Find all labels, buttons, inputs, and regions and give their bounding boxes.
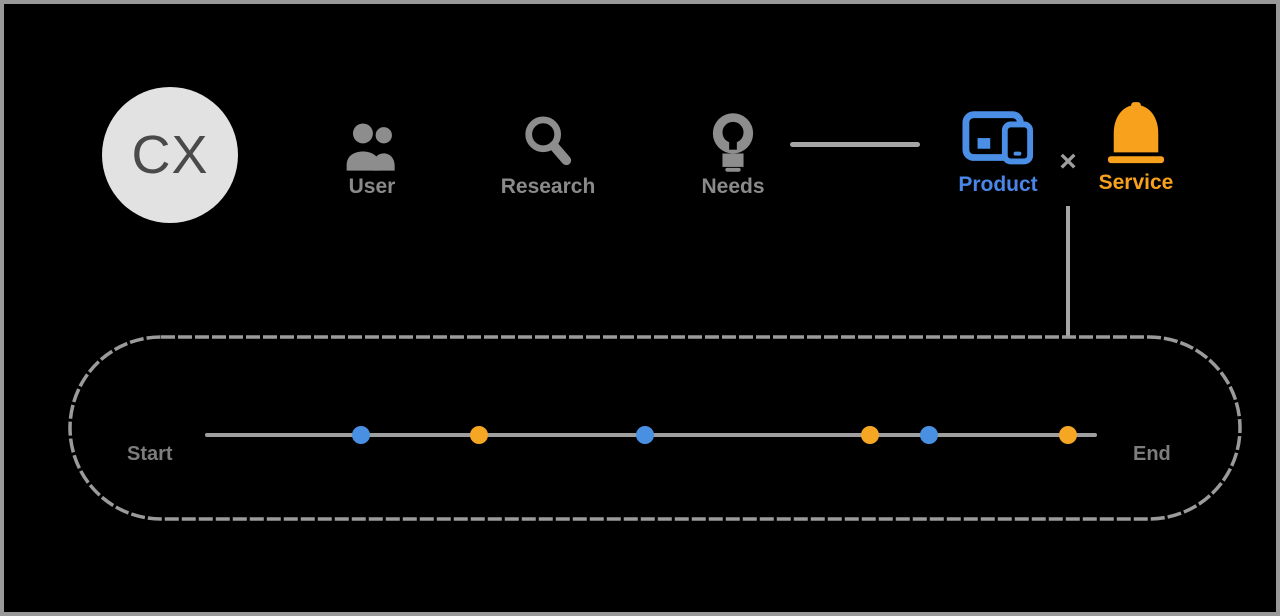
step-label-needs: Needs — [701, 175, 765, 198]
timeline-line — [205, 433, 1097, 437]
flow-step-service: Service — [1086, 100, 1186, 194]
flow-connector-line — [790, 142, 920, 147]
lightbulb-icon — [710, 104, 756, 172]
bell-icon — [1106, 100, 1166, 168]
flow-step-product: Product — [948, 102, 1048, 196]
vertical-connector-line — [1066, 206, 1070, 337]
journey-start-label: Start — [127, 443, 173, 465]
journey-track — [68, 335, 1242, 521]
search-icon — [521, 104, 575, 172]
users-icon — [343, 104, 401, 172]
step-label-research: Research — [500, 175, 596, 198]
step-label-service: Service — [1098, 171, 1174, 194]
times-operator: × — [1059, 145, 1077, 178]
cx-badge-label: CX — [131, 125, 209, 185]
journey-end-label: End — [1133, 443, 1171, 465]
flow-step-user: User — [332, 104, 412, 198]
step-label-user: User — [348, 175, 396, 198]
cx-badge: CX — [102, 87, 238, 223]
step-label-product: Product — [958, 173, 1038, 196]
devices-icon — [962, 102, 1034, 170]
flow-step-needs: Needs — [693, 104, 773, 198]
flow-step-research: Research — [501, 104, 595, 198]
